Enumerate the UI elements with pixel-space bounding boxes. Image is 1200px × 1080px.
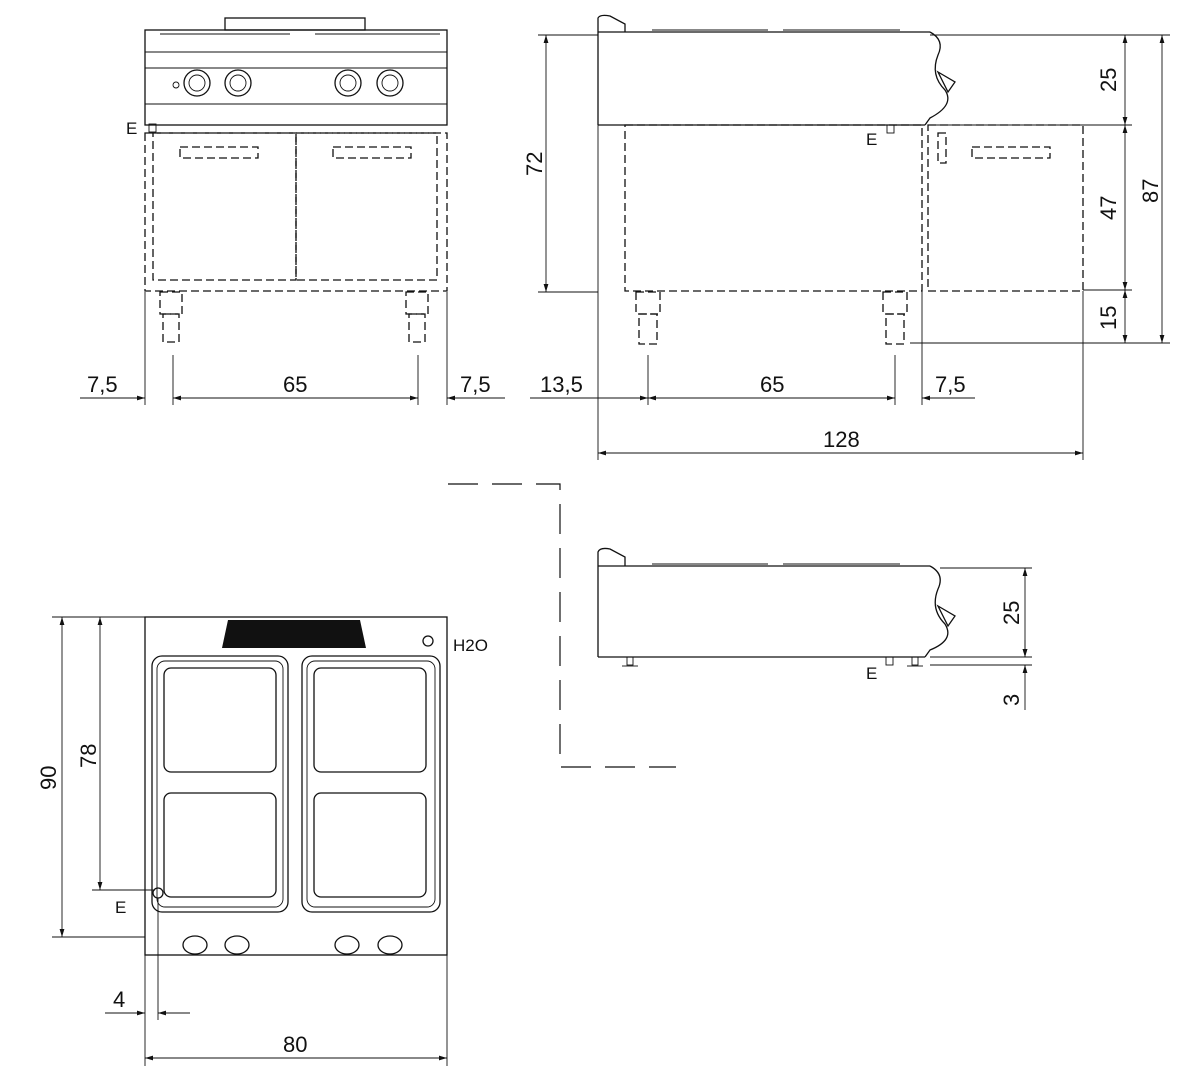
control-knobs [172,69,404,97]
dim-label: 7,5 [935,372,966,397]
dim-label: 65 [760,372,784,397]
backsplash [222,620,366,648]
e-marker: E [866,664,877,683]
dim-label: 15 [1096,306,1121,330]
dim-label: 25 [1096,68,1121,92]
dim-label: 80 [283,1032,307,1057]
dim-label: 4 [113,987,125,1012]
control-knobs [182,935,403,955]
section-connector [448,483,676,768]
dim-label: 13,5 [540,372,583,397]
e-marker: E [866,130,877,149]
dim-label: 7,5 [460,372,491,397]
front-view: E 7,5 65 7,5 [80,17,505,405]
e-marker: E [115,898,126,917]
dim-label: 128 [823,427,860,452]
dim-label: 7,5 [87,372,118,397]
side-view: E 72 25 47 15 87 13,5 65 7,5 [522,14,1170,460]
dim-label: 72 [522,152,547,176]
plan-view: H2O E 90 78 4 80 [36,616,488,1066]
dim-label: 47 [1096,196,1121,220]
legs [159,291,429,343]
dim-label: 65 [283,372,307,397]
water-connection-label: H2O [453,636,488,655]
dim-label: 25 [999,601,1024,625]
top-unit-side-view: E 25 3 [597,547,1032,710]
dim-label: 78 [76,744,101,768]
dim-label: 90 [36,766,61,790]
dim-label: 3 [999,694,1024,706]
e-marker: E [126,119,137,138]
dim-label: 87 [1138,179,1163,203]
